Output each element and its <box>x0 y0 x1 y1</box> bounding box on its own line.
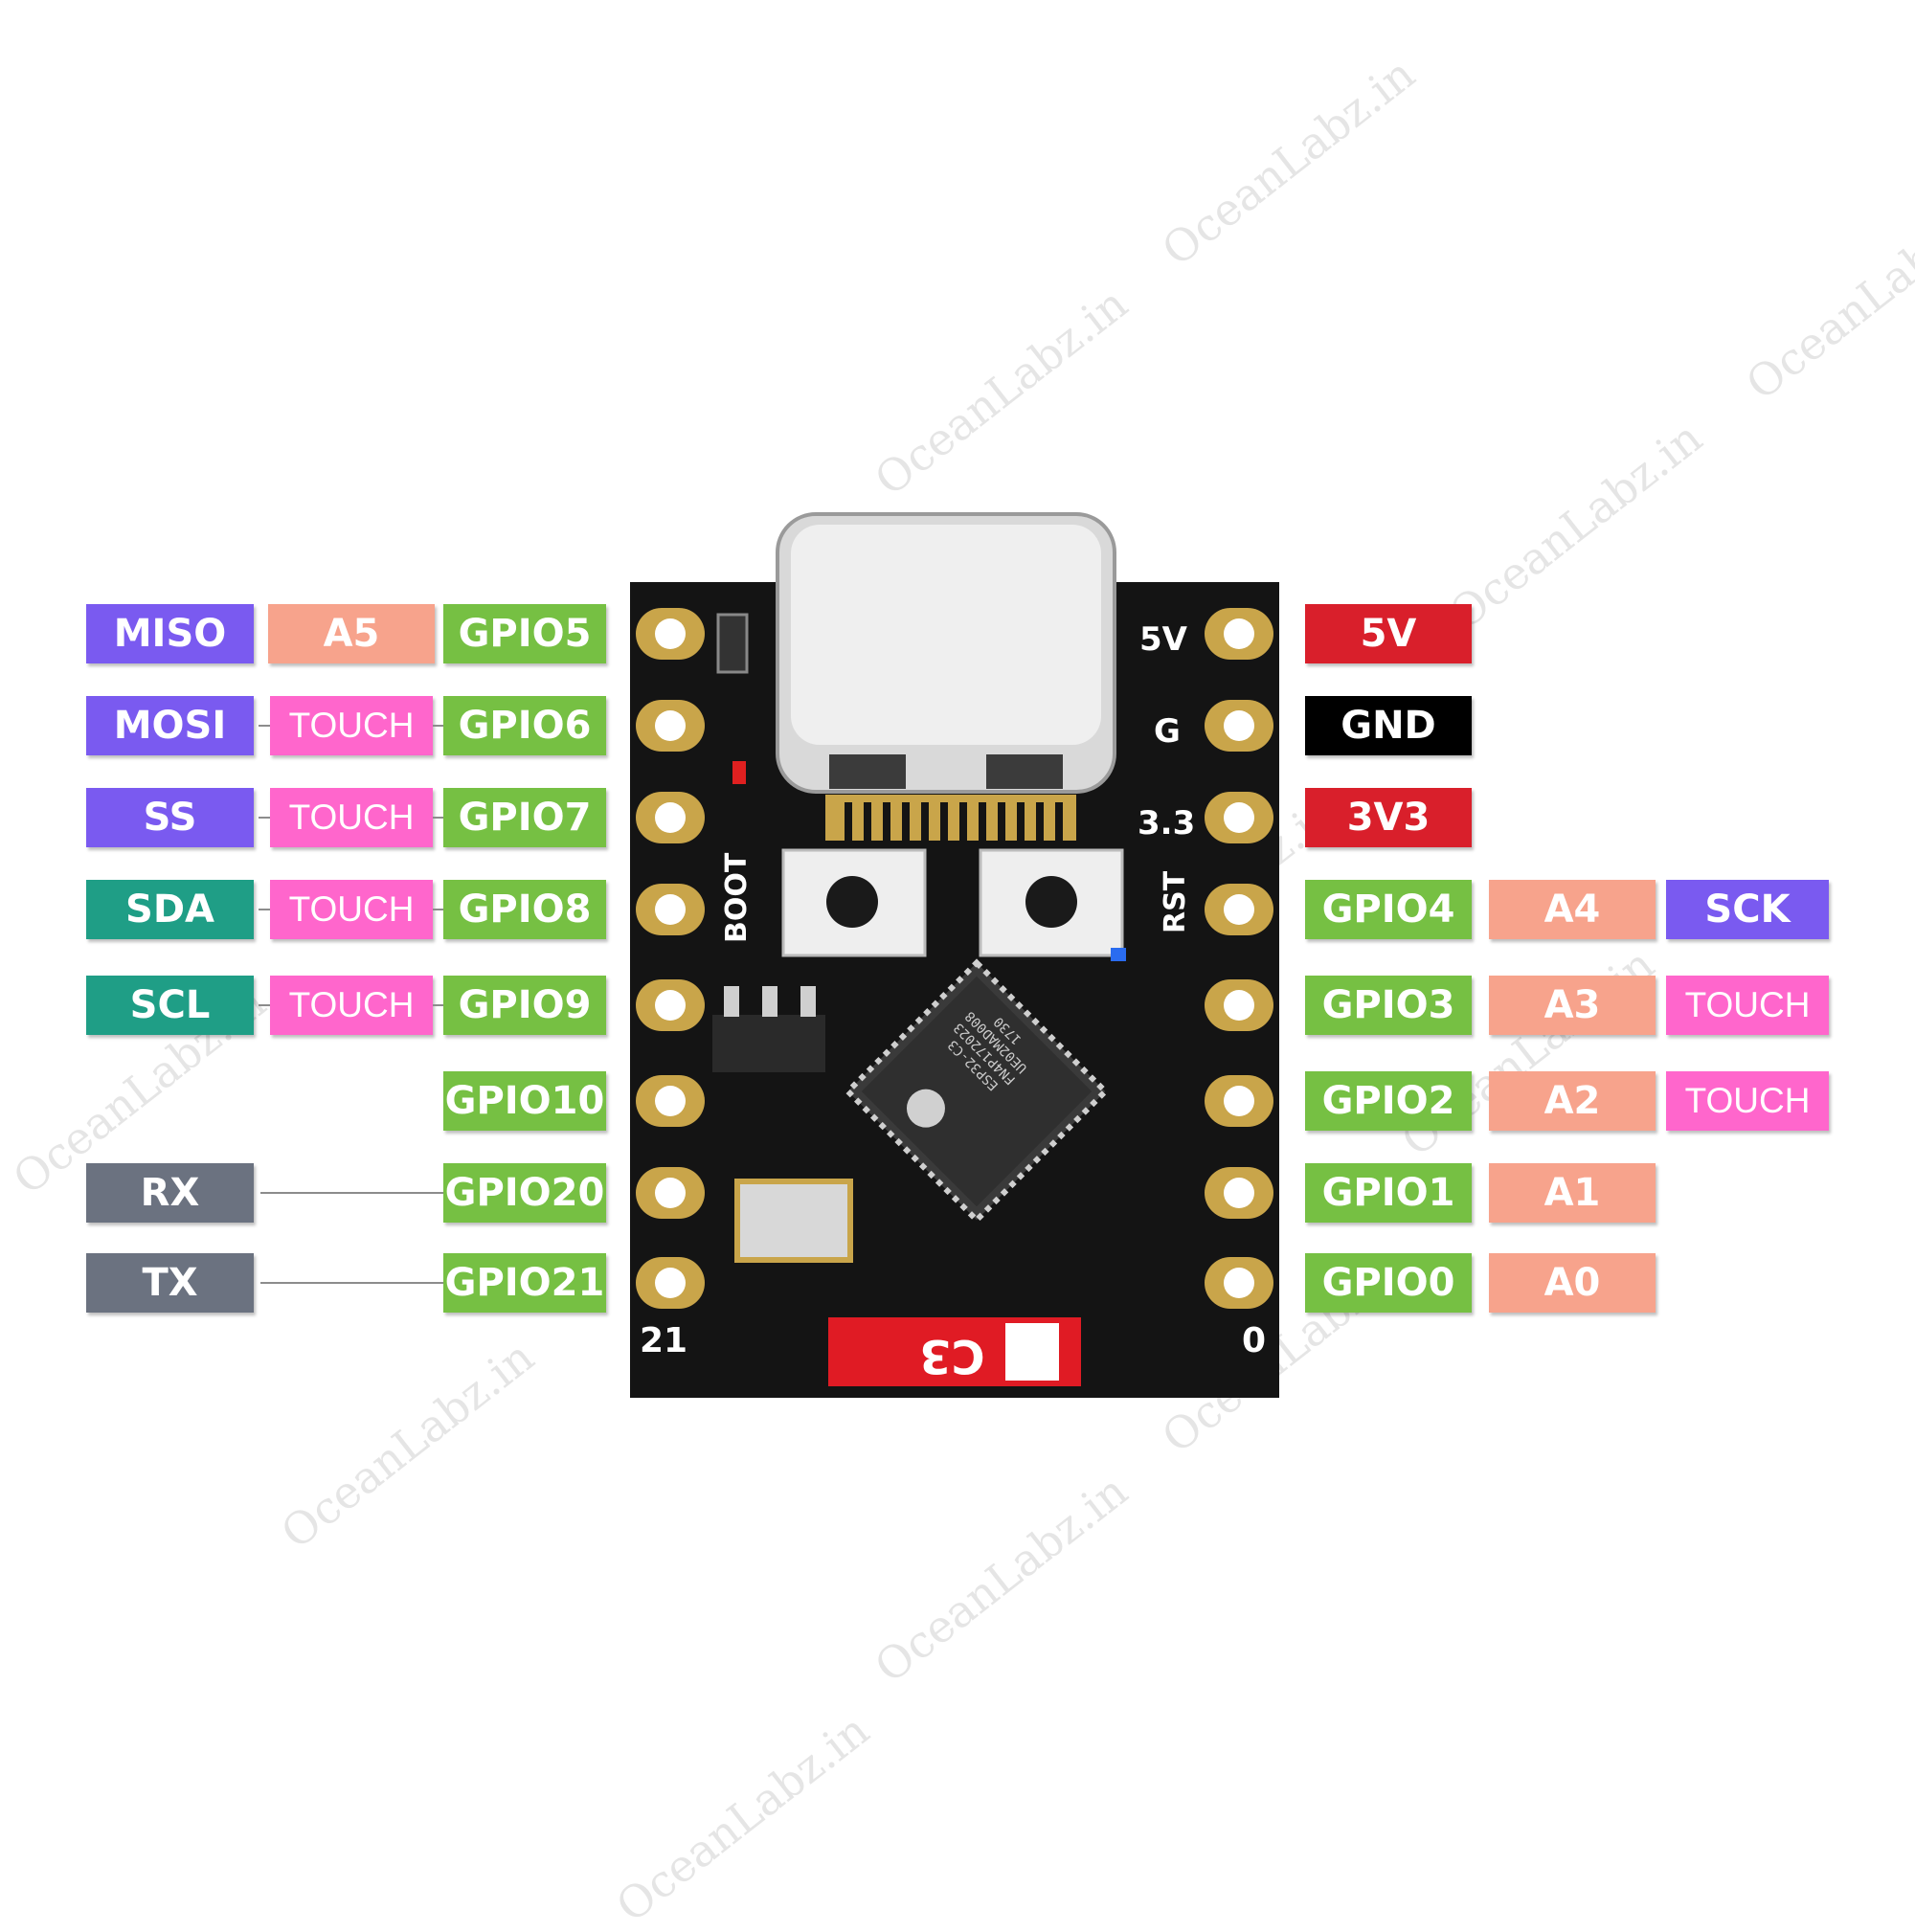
connector-line <box>433 1004 443 1006</box>
analog-label: A2 <box>1489 1071 1656 1131</box>
analog-label: A3 <box>1489 976 1656 1035</box>
right-pin-label: 3V3 <box>1305 788 1472 847</box>
pin-pad <box>1205 979 1273 1031</box>
function-label: MOSI <box>86 696 254 755</box>
reset-button <box>979 848 1124 957</box>
pin-pad <box>636 1167 705 1219</box>
right-pin-label: GPIO0 <box>1305 1253 1472 1313</box>
function-label: SDA <box>86 880 254 939</box>
gpio-label: GPIO10 <box>443 1071 606 1131</box>
gpio-label: GPIO6 <box>443 696 606 755</box>
pin-pad <box>1205 792 1273 843</box>
pin-pad <box>636 1075 705 1127</box>
pin-pad <box>1205 884 1273 935</box>
pin-pad <box>636 608 705 660</box>
right-pin-label: GPIO1 <box>1305 1163 1472 1223</box>
diode <box>716 613 749 674</box>
connector-line <box>260 1192 443 1194</box>
pin-pad <box>1205 700 1273 752</box>
connector-line <box>433 909 443 910</box>
gpio-label: GPIO9 <box>443 976 606 1035</box>
silk-33: 3.3 <box>1138 804 1196 842</box>
c3-badge-label: C3 <box>919 1329 985 1382</box>
gpio-label: GPIO7 <box>443 788 606 847</box>
touch-label: TOUCH <box>270 880 433 939</box>
function-label: RX <box>86 1163 254 1223</box>
touch-label: TOUCH <box>270 696 433 755</box>
silk-rst: RST <box>1159 870 1192 933</box>
connector-line <box>260 1282 443 1284</box>
esp32-c3-chip <box>844 958 1110 1224</box>
pin-pads <box>636 608 1273 1309</box>
connector-line <box>259 909 270 910</box>
pin-pad <box>1205 608 1273 660</box>
right-pin-label: GPIO3 <box>1305 976 1472 1035</box>
touch-label: TOUCH <box>270 788 433 847</box>
gpio-label: GPIO8 <box>443 880 606 939</box>
connector-line <box>259 725 270 727</box>
connector-line <box>433 817 443 819</box>
function-label: SCL <box>86 976 254 1035</box>
pin-pad <box>636 1257 705 1309</box>
gpio-label: GPIO21 <box>443 1253 606 1313</box>
gpio-label: GPIO5 <box>443 604 606 663</box>
pin-pad <box>636 979 705 1031</box>
right-pin-label: GND <box>1305 696 1472 755</box>
usb-c-port <box>776 512 1116 841</box>
pin-pad <box>636 700 705 752</box>
extra-label: SCK <box>1666 880 1829 939</box>
regulator <box>712 986 825 1072</box>
pin-pad <box>1205 1167 1273 1219</box>
analog-label: A5 <box>268 604 435 663</box>
gpio-label: GPIO20 <box>443 1163 606 1223</box>
silk-g: G <box>1154 712 1181 751</box>
boot-button <box>781 848 927 957</box>
silk-boot: BOOT <box>720 852 754 943</box>
function-label: SS <box>86 788 254 847</box>
pin-pad <box>1205 1075 1273 1127</box>
silk-0: 0 <box>1242 1321 1267 1360</box>
c3-badge <box>828 1317 1081 1386</box>
crystal <box>734 1179 853 1263</box>
extra-label: TOUCH <box>1666 976 1829 1035</box>
right-pin-label: GPIO2 <box>1305 1071 1472 1131</box>
analog-label: A0 <box>1489 1253 1656 1313</box>
extra-label: TOUCH <box>1666 1071 1829 1131</box>
function-label: MISO <box>86 604 254 663</box>
connector-line <box>259 817 270 819</box>
status-led <box>1111 948 1126 961</box>
analog-label: A4 <box>1489 880 1656 939</box>
connector-line <box>433 725 443 727</box>
touch-label: TOUCH <box>270 976 433 1035</box>
right-pin-label: 5V <box>1305 604 1472 663</box>
power-led <box>732 761 746 784</box>
function-label: TX <box>86 1253 254 1313</box>
silk-21: 21 <box>640 1321 688 1360</box>
pin-pad <box>1205 1257 1273 1309</box>
analog-label: A1 <box>1489 1163 1656 1223</box>
right-pin-label: GPIO4 <box>1305 880 1472 939</box>
silk-5v: 5V <box>1139 620 1187 659</box>
connector-line <box>259 1004 270 1006</box>
pin-pad <box>636 884 705 935</box>
pin-pad <box>636 792 705 843</box>
